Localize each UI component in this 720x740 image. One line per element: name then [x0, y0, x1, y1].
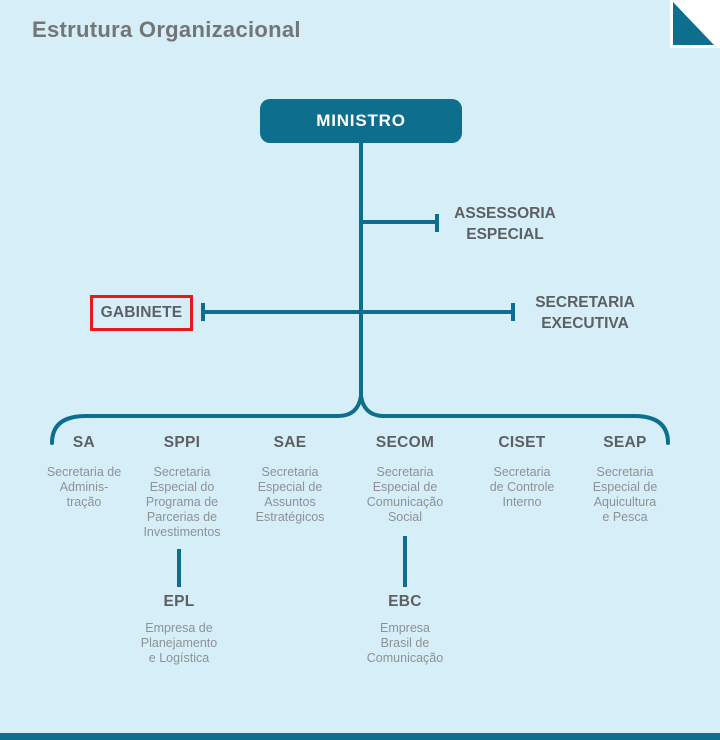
children-brace-line [50, 395, 670, 445]
gabinete-label: GABINETE [100, 304, 183, 321]
bottom-bar [0, 733, 720, 740]
ebc-acronym: EBC [388, 593, 422, 610]
ministro-label: MINISTRO [316, 111, 406, 130]
node-ministro: MINISTRO [260, 99, 462, 143]
ciset-acronym: CISET [498, 434, 546, 451]
page-title: Estrutura Organizacional [32, 17, 301, 42]
corner-triangle-icon [673, 2, 714, 45]
seap-acronym: SEAP [603, 434, 647, 451]
sppi-acronym: SPPI [163, 434, 201, 451]
epl-acronym: EPL [163, 593, 195, 610]
secom-acronym: SECOM [375, 434, 435, 451]
folded-corner [670, 0, 720, 48]
sae-acronym: SAE [273, 434, 307, 451]
sa-acronym: SA [72, 434, 96, 451]
node-gabinete[interactable]: GABINETE [90, 295, 193, 331]
